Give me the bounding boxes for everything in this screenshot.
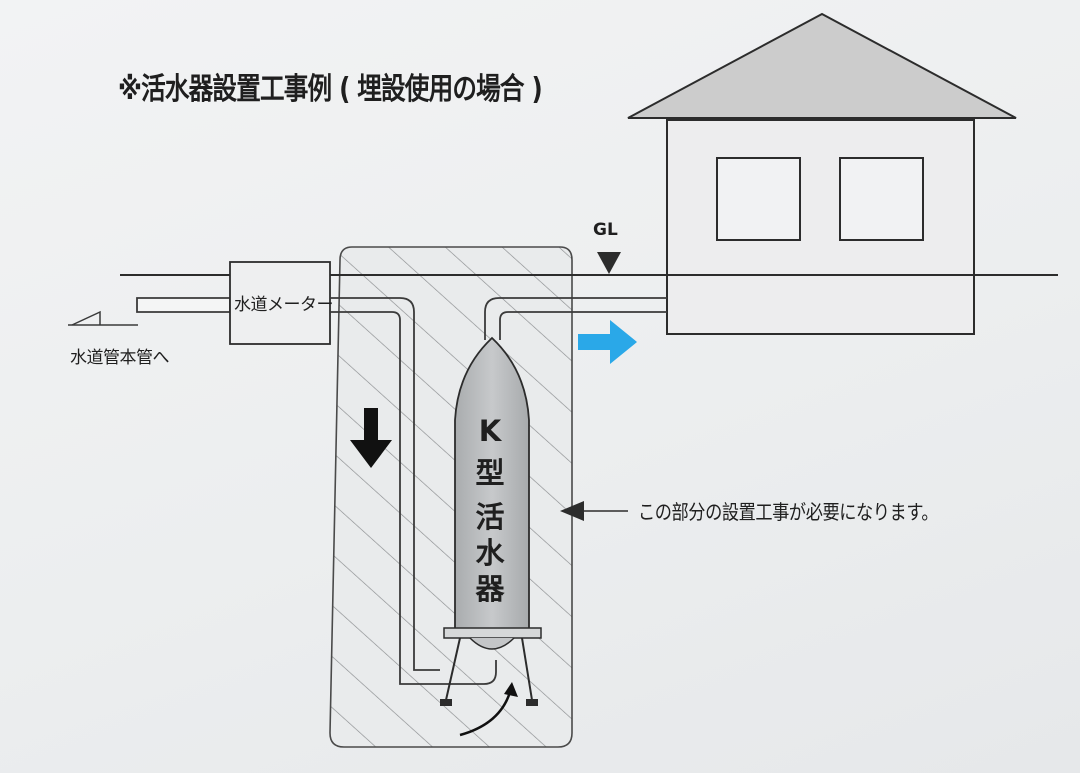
house-roof: [627, 12, 1017, 119]
house-window-left: [716, 157, 801, 241]
flow-to-house-arrow-icon: [578, 320, 637, 364]
buried-installation-area: [329, 246, 573, 748]
water-meter-box: [229, 261, 331, 345]
water-meter-label: 水道メーター: [234, 295, 334, 315]
flow-down-arrow-icon: [350, 408, 392, 468]
ground-level-label: GL: [593, 220, 618, 240]
main-pipe: [68, 297, 231, 326]
installation-note: この部分の設置工事が必要になります。: [638, 500, 939, 524]
flow-curve-arrow-icon: [459, 682, 518, 737]
device-label-char: 型: [475, 456, 505, 490]
note-pointer-arrow-icon: [560, 501, 628, 521]
house-wall: [666, 119, 975, 335]
device-label-char: 活: [475, 500, 505, 534]
gl-marker-icon: [597, 252, 621, 274]
k-type-water-activator: [440, 336, 542, 706]
device-label-char: 水: [475, 536, 505, 570]
device-leg-left: [445, 637, 461, 701]
house: [627, 12, 1017, 335]
diagram-title: ※活水器設置工事例 ( 埋設使用の場合 ): [118, 72, 543, 107]
device-model-letter: K: [478, 414, 502, 448]
house-window-right: [839, 157, 924, 241]
device-base-plate: [443, 627, 542, 639]
device-leg-right: [521, 637, 533, 701]
supply-pipe: [330, 297, 497, 685]
outlet-pipe: [484, 297, 667, 340]
device-label-char: 器: [475, 572, 505, 606]
main-pipe-label: 水道管本管へ: [70, 348, 170, 368]
